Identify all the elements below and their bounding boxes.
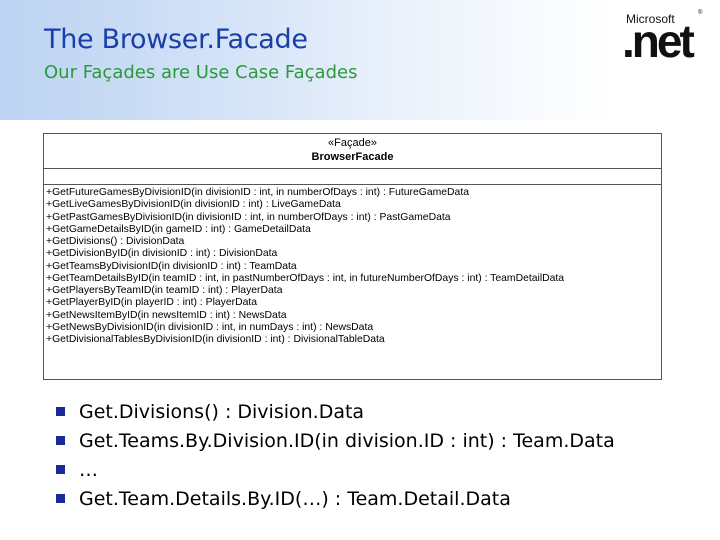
uml-operation: +GetFutureGamesByDivisionID(in divisionI… bbox=[46, 187, 469, 198]
uml-operation: +GetPlayerByID(in playerID : int) : Play… bbox=[46, 297, 258, 309]
uml-attributes-compartment bbox=[44, 169, 661, 185]
uml-class-header: «Façade» BrowserFacade bbox=[44, 134, 661, 169]
uml-operation: +GetDivisionalTablesByDivisionID(in divi… bbox=[46, 334, 385, 345]
uml-operation: +GetNewsByDivisionID(in divisionID : int… bbox=[46, 321, 374, 333]
bullet-text: … bbox=[79, 459, 98, 481]
uml-class-diagram: «Façade» BrowserFacade +GetFutureGamesBy… bbox=[43, 133, 662, 380]
slide-subtitle: Our Façades are Use Case Façades bbox=[44, 62, 358, 83]
bullet-text: Get.Divisions() : Division.Data bbox=[79, 401, 365, 423]
header-band bbox=[0, 0, 720, 120]
bullet-item: Get.Divisions() : Division.Data bbox=[52, 398, 712, 427]
bullet-item: … bbox=[52, 456, 712, 485]
uml-class-name: BrowserFacade bbox=[311, 151, 394, 163]
uml-operation: +GetPastGamesByDivisionID(in divisionID … bbox=[46, 211, 451, 223]
bullet-item: Get.Team.Details.By.ID(…) : Team.Detail.… bbox=[52, 485, 712, 514]
uml-operations-compartment: +GetFutureGamesByDivisionID(in divisionI… bbox=[44, 185, 661, 346]
bullet-list: Get.Divisions() : Division.Data Get.Team… bbox=[52, 398, 712, 514]
bullet-text: Get.Team.Details.By.ID(…) : Team.Detail.… bbox=[79, 488, 511, 510]
uml-operation: +GetPlayersByTeamID(in teamID : int) : P… bbox=[46, 285, 283, 296]
slide-title: The Browser.Facade bbox=[44, 24, 308, 55]
logo-trademark: ® bbox=[698, 10, 703, 16]
bullet-text: Get.Teams.By.Division.ID(in division.ID … bbox=[79, 430, 615, 452]
square-bullet-icon bbox=[56, 465, 65, 474]
uml-operation: +GetLiveGamesByDivisionID(in divisionID … bbox=[46, 199, 341, 211]
bullet-item: Get.Teams.By.Division.ID(in division.ID … bbox=[52, 427, 712, 456]
logo-brand-text: Microsoft bbox=[626, 12, 675, 26]
square-bullet-icon bbox=[56, 494, 65, 503]
square-bullet-icon bbox=[56, 436, 65, 445]
uml-operation: +GetTeamsByDivisionID(in divisionID : in… bbox=[46, 260, 297, 272]
logo-product-text: .net bbox=[622, 15, 695, 67]
uml-operation: +GetTeamDetailsByID(in teamID : int, in … bbox=[46, 272, 565, 284]
square-bullet-icon bbox=[56, 407, 65, 416]
uml-operation: +GetDivisions() : DivisionData bbox=[46, 236, 185, 247]
uml-operation: +GetDivisionByID(in divisionID : int) : … bbox=[46, 248, 278, 260]
uml-stereotype: «Façade» bbox=[328, 137, 377, 149]
uml-operation: +GetNewsItemByID(in newsItemID : int) : … bbox=[46, 309, 287, 321]
microsoft-net-logo: Microsoft ® .net bbox=[618, 10, 714, 70]
uml-operation: +GetGameDetailsByID(in gameID : int) : G… bbox=[46, 223, 311, 235]
